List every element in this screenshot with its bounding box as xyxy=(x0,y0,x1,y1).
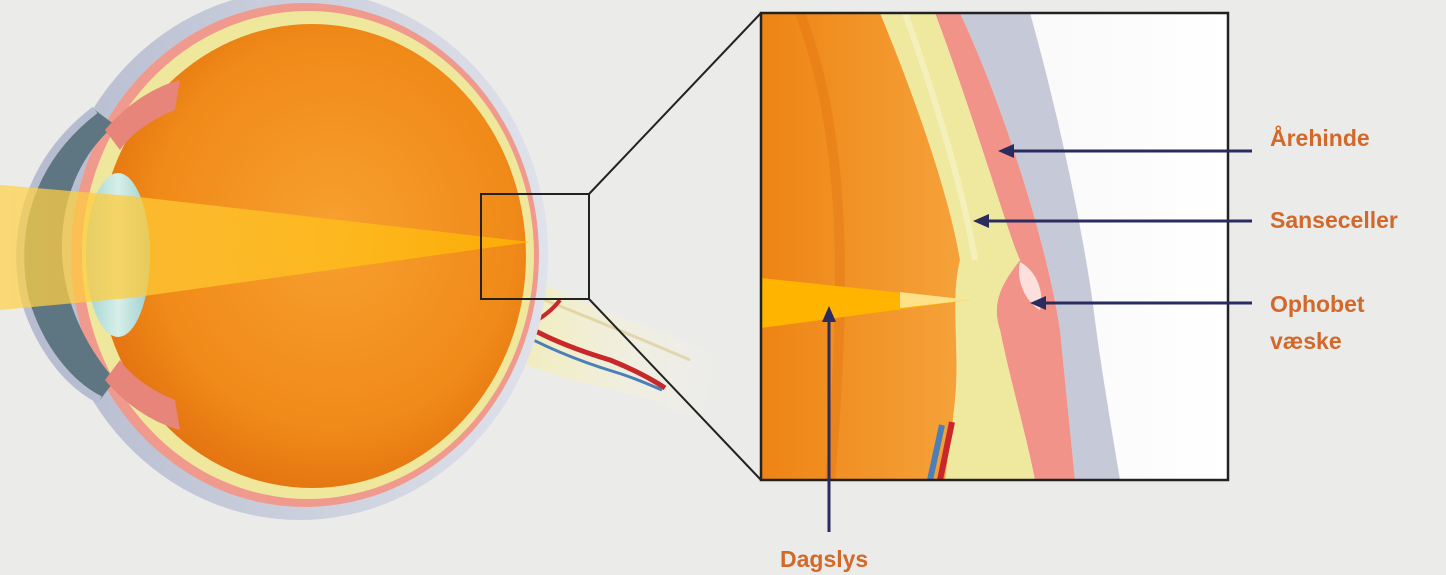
label-sanseceller: Sanseceller xyxy=(1270,205,1398,235)
eye-cross-section xyxy=(0,0,720,520)
zoom-connector-top xyxy=(589,13,761,194)
label-ophobet: Ophobet xyxy=(1270,289,1365,319)
label-vaeske: væske xyxy=(1270,326,1342,356)
label-arehinde: Årehinde xyxy=(1270,123,1370,153)
zoom-inset xyxy=(761,13,1228,480)
label-dagslys: Dagslys xyxy=(780,544,868,574)
